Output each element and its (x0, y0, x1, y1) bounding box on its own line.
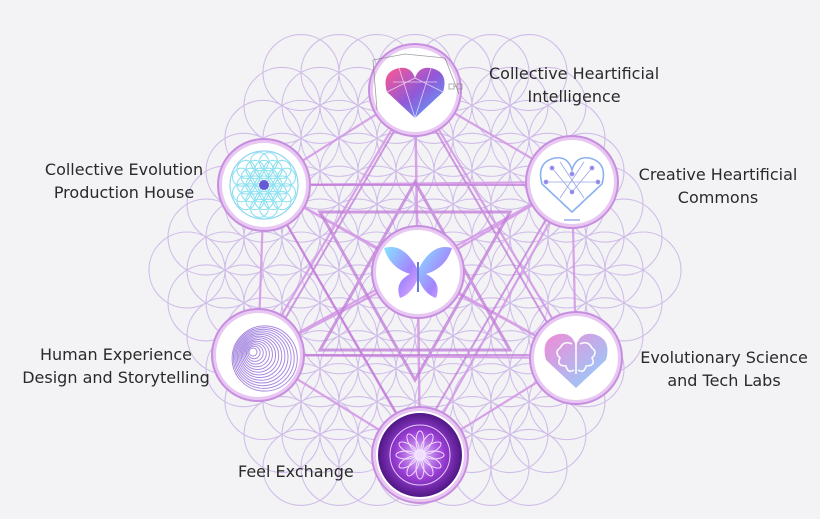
label-bottom-line1: Feel Exchange (238, 462, 354, 481)
mandala-icon (389, 424, 451, 486)
label-lower-right-line2: and Tech Labs (667, 371, 781, 390)
label-top-line1: Collective Heartificial (489, 64, 660, 83)
spiral-rings-icon (231, 325, 298, 392)
network-heart-icon (539, 156, 605, 221)
label-upper-right-line2: Commons (677, 188, 759, 207)
label-lower-right-line1: Evolutionary Science (640, 348, 808, 367)
label-upper-left-line2: Production House (53, 183, 195, 202)
label-upper-right-line1: Creative Heartificial (638, 165, 798, 184)
label-lower-left-line1: Human Experience (39, 345, 192, 364)
label-upper-left: Collective Evolution Production House (38, 158, 210, 204)
flower-of-life-pattern (148, 33, 682, 507)
label-bottom: Feel Exchange (238, 460, 354, 483)
flower-of-life-icon (229, 150, 299, 220)
label-lower-left: Human Experience Design and Storytelling (14, 343, 218, 389)
butterfly-icon (384, 246, 452, 298)
label-upper-right: Creative Heartificial Commons (632, 163, 804, 209)
label-lower-right: Evolutionary Science and Tech Labs (634, 346, 814, 392)
label-lower-left-line2: Design and Storytelling (22, 368, 210, 387)
label-top: Collective Heartificial Intelligence (489, 62, 659, 108)
label-top-line2: Intelligence (527, 87, 621, 106)
brain-heart-icon (544, 333, 608, 388)
geometric-heart-icon (372, 53, 463, 120)
label-upper-left-line1: Collective Evolution (44, 160, 204, 179)
